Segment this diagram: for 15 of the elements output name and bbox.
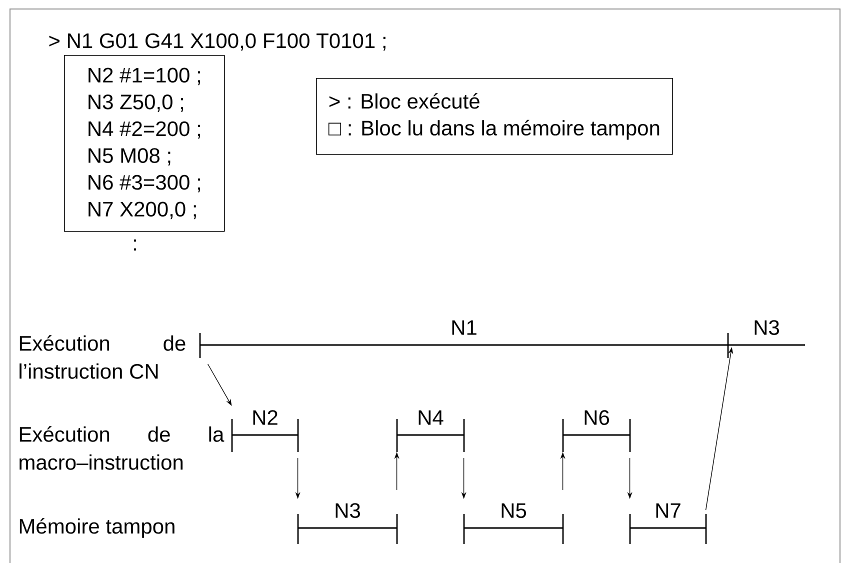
legend-box: > : Bloc exécuté □ : Bloc lu dans la mémoire tampon xyxy=(316,78,673,155)
row-label: Exécution de la macro–instruction xyxy=(20,426,224,470)
row-label: Exécution de l’instruction CN xyxy=(20,335,186,379)
timeline-bar: N7 xyxy=(629,503,707,545)
continuation-dots: : xyxy=(134,239,136,251)
timeline-bar: N2 xyxy=(231,410,299,453)
timeline-bar: N5 xyxy=(463,503,564,545)
timeline-bar: N6 xyxy=(562,410,631,453)
timeline-bar: N3 xyxy=(728,320,805,346)
program-line: > N1 G01 G41 X100,0 F100 T0101 ; xyxy=(49,33,386,51)
row-label: Mémoire tampon xyxy=(20,518,174,538)
timeline-bar: N1 xyxy=(199,320,729,359)
program-box: N2 #1=100 ; N3 Z50,0 ; N4 #2=200 ; N5 M08 ; N6 #3=300 ; N7 X200,0 ; xyxy=(64,55,225,232)
timeline-bar: N4 xyxy=(396,410,465,453)
timeline-bar: N3 xyxy=(297,503,398,545)
